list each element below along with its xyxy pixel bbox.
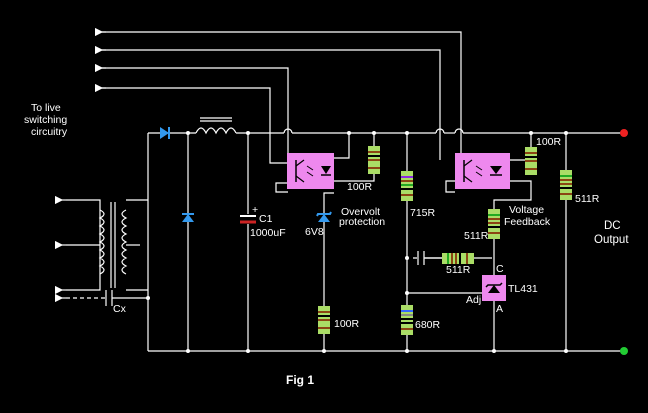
inductor — [195, 117, 237, 136]
signal-arrows — [94, 27, 106, 93]
zener-diode — [316, 211, 332, 222]
zener-value-label: 6V8 — [305, 226, 324, 238]
resistor-511r-output-label: 511R — [575, 193, 600, 205]
compensation-capacitor — [417, 251, 442, 265]
resistor-511r-series — [442, 253, 474, 264]
c1-name-label: C1 — [259, 213, 273, 225]
resistor-511r-feedback-label: 511R — [464, 230, 489, 242]
resistor-511r-output — [560, 170, 572, 200]
tl431-regulator — [482, 275, 506, 301]
resistor-100r-top-right — [525, 147, 537, 175]
rectifier-diode — [160, 127, 170, 139]
flywheel-diode — [182, 213, 194, 222]
tl431-adj-label: Adj — [466, 294, 481, 306]
dc-output-label-line1: DC — [604, 220, 621, 232]
resistor-715r-label: 715R — [410, 207, 436, 219]
tl431-cathode-label: C — [496, 263, 504, 275]
cx-capacitor — [105, 290, 148, 306]
resistor-715r — [401, 171, 413, 201]
live-switching-label-line1: To live — [31, 102, 61, 114]
tl431-name-label: TL431 — [508, 283, 538, 295]
cx-label: Cx — [113, 303, 127, 315]
positive-output-terminal — [620, 129, 628, 137]
resistor-100r-top-right-label: 100R — [536, 136, 562, 148]
dc-output-label-line2: Output — [594, 234, 629, 246]
c1-capacitor — [240, 214, 256, 224]
resistor-100r-top-left-label: 100R — [347, 181, 373, 193]
live-switching-label-line2: switching — [24, 114, 67, 126]
tl431-anode-label: A — [496, 303, 503, 315]
overvolt-label-line2: protection — [339, 216, 385, 228]
wiring — [102, 31, 622, 352]
resistor-511r-feedback — [488, 209, 500, 239]
voltage-feedback-label-line2: Feedback — [504, 216, 551, 228]
live-switching-label-line3: circuitry — [31, 126, 68, 138]
resistor-680r — [401, 305, 413, 335]
overvolt-label-line1: Overvolt — [341, 206, 380, 218]
optocoupler-left — [287, 153, 334, 189]
junction-dots — [186, 131, 568, 353]
c1-value-label: 1000uF — [250, 227, 286, 239]
optocoupler-right — [455, 153, 510, 189]
ac-input-arrows — [54, 195, 106, 303]
resistor-100r-top-left — [368, 146, 380, 174]
figure-caption: Fig 1 — [286, 373, 314, 387]
cx-junction — [146, 296, 150, 300]
negative-output-terminal — [620, 347, 628, 355]
resistor-100r-bottom-left-label: 100R — [334, 318, 360, 330]
c1-polarity-label: + — [252, 204, 258, 216]
voltage-feedback-label-line1: Voltage — [509, 204, 544, 216]
resistor-100r-bottom-left — [318, 306, 330, 334]
resistor-680r-label: 680R — [415, 319, 441, 331]
resistor-511r-series-label: 511R — [446, 264, 471, 276]
